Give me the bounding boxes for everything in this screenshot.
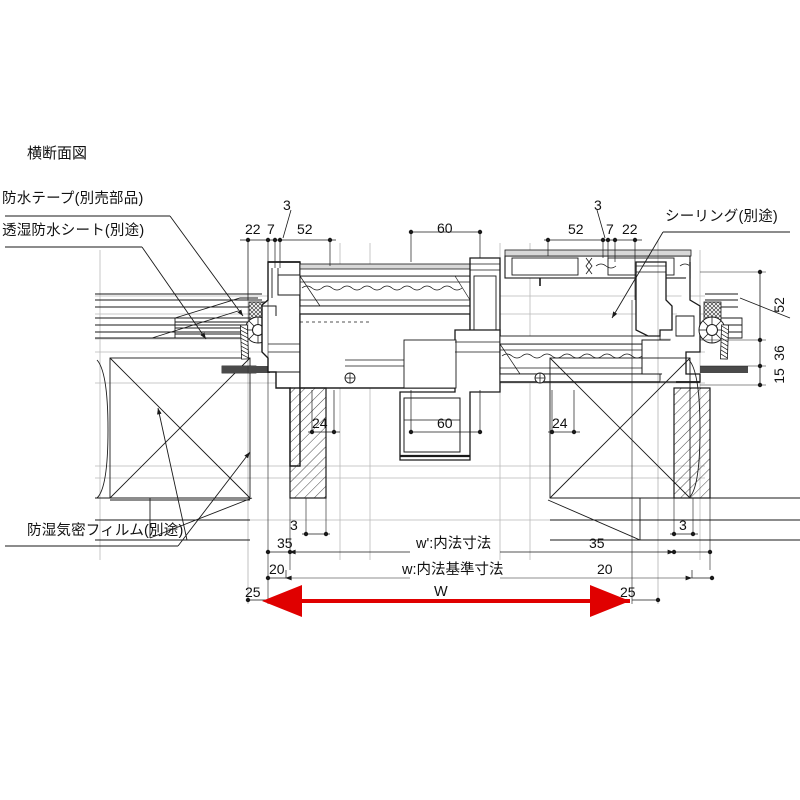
label-moisture-proof-film: 防湿気密フィルム(別途) [27,523,184,539]
center-marks [344,372,546,384]
dim-25-right: 25 [620,584,636,600]
dim-3-left-bottom: 3 [290,517,298,533]
dim-top-right [544,209,642,300]
dim-7-left: 7 [267,221,275,237]
dim-52-right: 52 [568,221,584,237]
dim-22-left: 22 [245,221,261,237]
label-waterproof-tape: 防水テープ(別売部品) [2,191,144,207]
dim-3-right-top: 3 [594,197,602,213]
right-window-frame [635,261,701,383]
dim-3-left-top: 3 [283,197,291,213]
dim-inner-dimension: w':内法寸法 [416,536,492,552]
dim-35-left: 35 [277,535,293,551]
dim-15-vertical: 15 [770,368,787,384]
left-screws [221,324,270,374]
left-wall-assembly [95,293,262,541]
leader-lines [5,215,790,547]
dim-inner-standard-dimension: w:内法基準寸法 [402,562,504,578]
dim-36-vertical: 36 [770,345,787,361]
dim-top-center [408,229,483,262]
label-vapor-permeable-sheet: 透湿防水シート(別途) [2,223,145,239]
dim-24-left: 24 [312,415,328,431]
dim-52-vertical: 52 [770,297,787,313]
dim-20-left: 20 [269,561,285,577]
left-glazing-upper [299,263,473,315]
dim-22-right: 22 [622,221,638,237]
right-screws [700,324,748,373]
left-sill-hatch [289,387,327,499]
center-meeting-stile [399,257,501,461]
dim-20-right: 20 [597,561,613,577]
dim-right-vertical [700,269,766,388]
dim-7-right: 7 [606,221,614,237]
page-title: 横断面図 [27,145,88,162]
dim-60-top: 60 [437,220,453,236]
dim-25-left: 25 [245,584,261,600]
dim-60-middle: 60 [437,415,453,431]
dim-bottom-stack [245,240,715,604]
label-sealing: シーリング(別途) [665,209,778,225]
dim-24-right: 24 [552,415,568,431]
dim-top-left [240,209,336,300]
dim-middle-row [308,390,580,435]
dim-3-right-bottom: 3 [679,517,687,533]
dim-35-right: 35 [589,535,605,551]
dim-52-left: 52 [297,221,313,237]
right-round-gasket [698,316,726,344]
right-glazing-lower [499,335,661,383]
right-sill-hatch [673,387,711,499]
dim-overall-width: W [434,584,448,600]
